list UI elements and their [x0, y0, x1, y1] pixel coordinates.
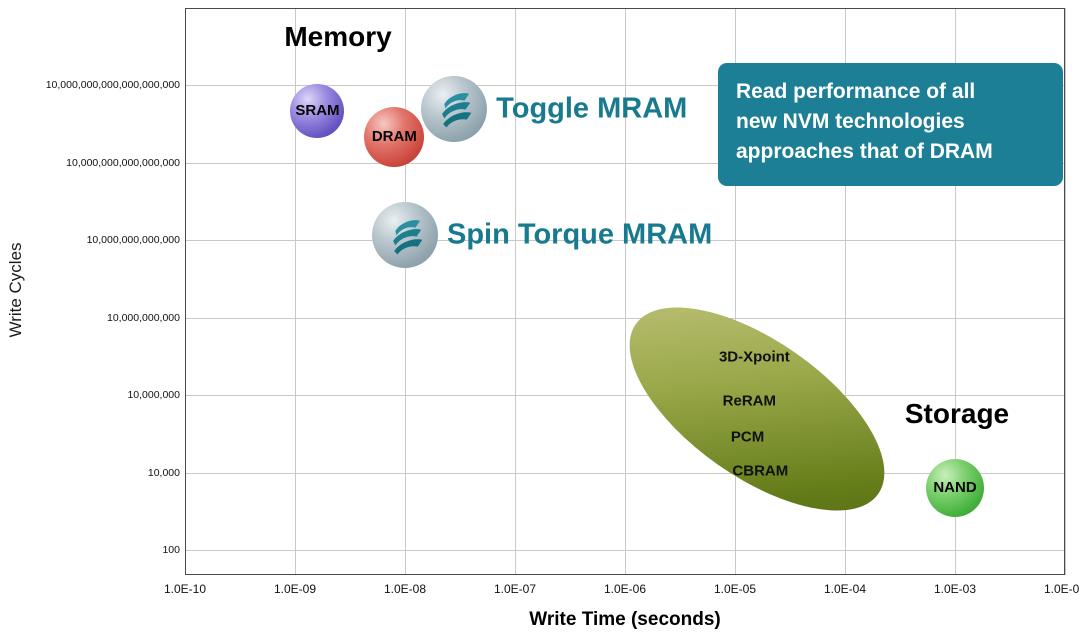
x-tick-label: 1.0E-03	[933, 582, 977, 596]
group-item-label-cbram: CBRAM	[732, 462, 789, 480]
gridline-horizontal	[185, 162, 1065, 164]
x-tick-label: 1.0E-07	[493, 582, 537, 596]
y-tick-label: 10,000,000,000,000	[86, 234, 180, 246]
toggle-mram-label: Toggle MRAM	[496, 92, 688, 125]
x-tick-label: 1.0E-02	[1043, 582, 1079, 596]
toggle-mram-bubble	[421, 75, 488, 142]
callout-text-line-2: new NVM technologies	[736, 109, 965, 133]
gridline-vertical	[515, 8, 516, 575]
y-tick-label: 10,000	[147, 466, 180, 479]
x-tick-label: 1.0E-10	[163, 582, 207, 596]
sram-bubble: SRAM	[290, 83, 345, 138]
spin-torque-mram-bubble	[372, 202, 438, 269]
y-tick-label: 10,000,000,000	[107, 311, 180, 324]
everspin-logo-icon	[432, 86, 477, 131]
nvm-read-performance-callout: Read performance of all new NVM technolo…	[718, 63, 1063, 186]
everspin-logo-icon	[383, 213, 428, 258]
gridline-vertical	[625, 8, 626, 575]
nand-bubble: NAND	[926, 458, 984, 517]
gridline-horizontal	[185, 550, 1065, 551]
sram-label: SRAM	[295, 102, 340, 120]
y-tick-label: 10,000,000,000,000,000,000	[45, 79, 180, 91]
dram-bubble: DRAM	[364, 106, 425, 167]
callout-text-line-3: approaches that of DRAM	[736, 139, 993, 163]
nand-label: NAND	[933, 479, 977, 497]
x-tick-label: 1.0E-06	[603, 582, 647, 596]
dram-label: DRAM	[371, 128, 417, 146]
y-tick-label: 10,000,000	[127, 389, 180, 401]
group-item-label-pcm: PCM	[730, 428, 765, 446]
plot-area	[185, 8, 1065, 575]
gridline-horizontal	[185, 317, 1065, 319]
callout-text-line-1: Read performance of all	[736, 80, 976, 103]
y-tick-label: 10,000,000,000,000,000	[66, 156, 180, 169]
gridline-vertical	[845, 8, 846, 575]
x-tick-label: 1.0E-05	[713, 582, 757, 596]
y-axis-title: Write Cycles	[6, 242, 25, 338]
y-tick-label: 100	[162, 544, 180, 556]
spin-torque-mram-label: Spin Torque MRAM	[447, 218, 713, 251]
group-item-label-reram: ReRAM	[722, 392, 776, 410]
gridline-vertical	[735, 8, 736, 575]
gridline-horizontal	[185, 85, 1065, 86]
group-item-label-3d-xpoint: 3D-Xpoint	[718, 348, 790, 366]
gridline-vertical	[955, 8, 956, 575]
gridline-vertical	[295, 8, 296, 575]
gridline-horizontal	[185, 240, 1065, 241]
x-tick-label: 1.0E-04	[823, 582, 867, 596]
gridline-horizontal	[185, 395, 1065, 396]
memory-region-label: Memory	[284, 21, 392, 52]
x-tick-label: 1.0E-09	[273, 582, 317, 596]
x-axis-title: Write Time (seconds)	[529, 609, 721, 630]
gridline-horizontal	[185, 472, 1065, 474]
x-tick-label: 1.0E-08	[383, 582, 427, 596]
gridline-vertical	[405, 8, 406, 575]
gridline-vertical	[1065, 8, 1066, 575]
storage-region-label: Storage	[904, 398, 1010, 429]
